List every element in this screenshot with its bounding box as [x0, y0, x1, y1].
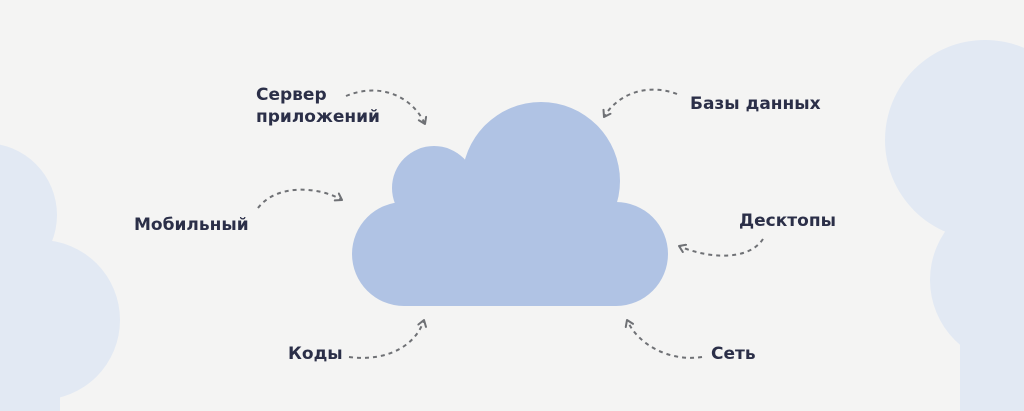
- label-application-server: Сервер приложений: [256, 84, 380, 128]
- label-mobile: Мобильный: [134, 215, 249, 235]
- right-side-cloud: [885, 40, 1024, 411]
- label-network: Сеть: [711, 344, 756, 364]
- arrow-network: [624, 319, 703, 359]
- cloud-shape: [352, 102, 668, 306]
- label-databases: Базы данных: [690, 94, 821, 114]
- arrow-databases: [602, 88, 678, 118]
- arrow-server: [345, 89, 428, 125]
- left-side-cloud: [0, 144, 120, 411]
- label-application-server-line2: приложений: [256, 107, 380, 127]
- label-desktops: Десктопы: [739, 211, 836, 231]
- label-application-server-line1: Сервер: [256, 85, 327, 105]
- label-codes: Коды: [288, 344, 343, 364]
- arrow-codes: [348, 319, 427, 359]
- arrow-desktops: [678, 238, 764, 257]
- arrow-mobile: [257, 188, 343, 209]
